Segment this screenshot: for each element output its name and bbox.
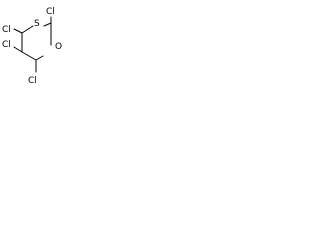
bond-s-c5: [43, 22, 52, 27]
bond-c2-c3: [21, 51, 37, 61]
structure-diagram: Cl S Cl Cl O Cl: [2, 7, 62, 86]
chlorine-left-2-label: Cl: [2, 40, 11, 50]
chlorine-bottom-label: Cl: [28, 76, 37, 86]
bond-c3-cl-left2: [13, 46, 23, 53]
bond-c3-cl-left1: [13, 28, 23, 34]
bond-s-c3: [21, 25, 34, 34]
sulfur-label: S: [34, 19, 40, 29]
oxygen-label: O: [55, 42, 62, 52]
chlorine-top-right-label: Cl: [46, 7, 55, 17]
chlorine-left-1-label: Cl: [2, 25, 11, 35]
bond-o-c2: [35, 55, 44, 61]
